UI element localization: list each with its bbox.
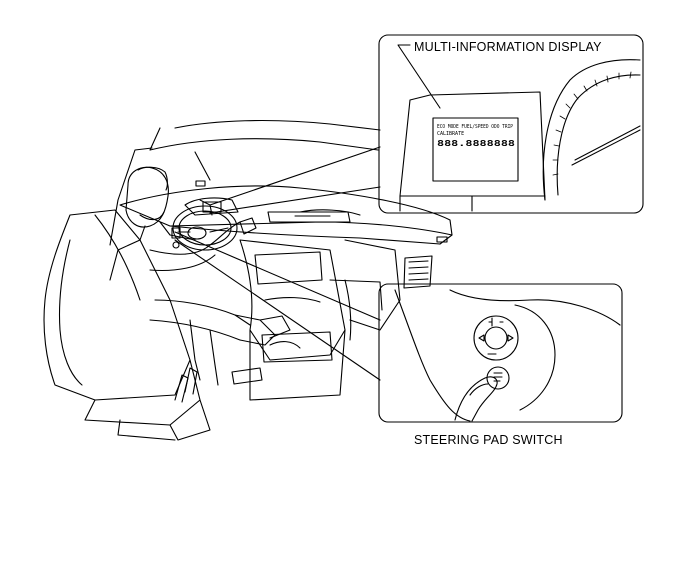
display-line-1: ECO MODE FUEL/SPEED ODO TRIP: [437, 124, 513, 130]
multi-information-display-label: MULTI-INFORMATION DISPLAY: [414, 40, 602, 54]
center-vent: [267, 211, 351, 223]
steering-pad-switch: [473, 315, 519, 361]
thumb: [454, 376, 498, 422]
gauge-needle: [571, 129, 641, 166]
car-interior: [43, 119, 453, 441]
multi-information-display-inset: [378, 34, 644, 214]
display-screen: [432, 117, 519, 182]
pad-button: [486, 366, 510, 390]
display-line-2: CALIBRATE: [437, 131, 464, 137]
speedometer-gauge: [542, 59, 641, 201]
steering-pad-switch-inset: [378, 283, 623, 423]
driver-seat: [43, 209, 191, 401]
side-vent: [403, 255, 433, 289]
driver-head: [125, 166, 169, 228]
display-line-3: 888.8888888: [437, 139, 515, 148]
leader-lines: [174, 146, 381, 381]
steering-pad-switch-label: STEERING PAD SWITCH: [414, 433, 563, 447]
dashboard: [119, 185, 453, 236]
